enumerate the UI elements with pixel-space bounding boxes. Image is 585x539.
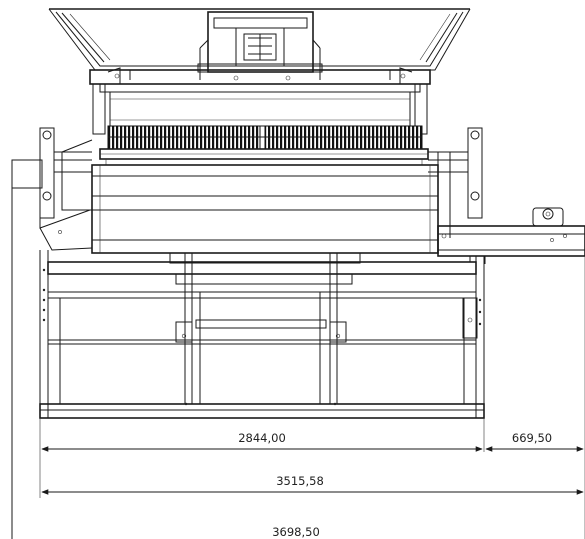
dimension-conveyor-extension: 669,50 xyxy=(512,431,552,445)
left-tower xyxy=(11,127,93,251)
top-mechanism xyxy=(197,11,323,73)
right-tower xyxy=(428,127,483,239)
dimension-machine-width: 2844,00 xyxy=(238,431,286,445)
main-body xyxy=(91,164,439,264)
dimension-overall-width: 3515,58 xyxy=(276,474,324,488)
dimension-lines xyxy=(39,256,585,539)
dimension-total-width: 3698,50 xyxy=(272,525,320,539)
lower-frame xyxy=(39,250,485,419)
conveyor xyxy=(437,207,585,264)
screen-mesh xyxy=(99,125,429,165)
upper-frame xyxy=(89,67,431,135)
